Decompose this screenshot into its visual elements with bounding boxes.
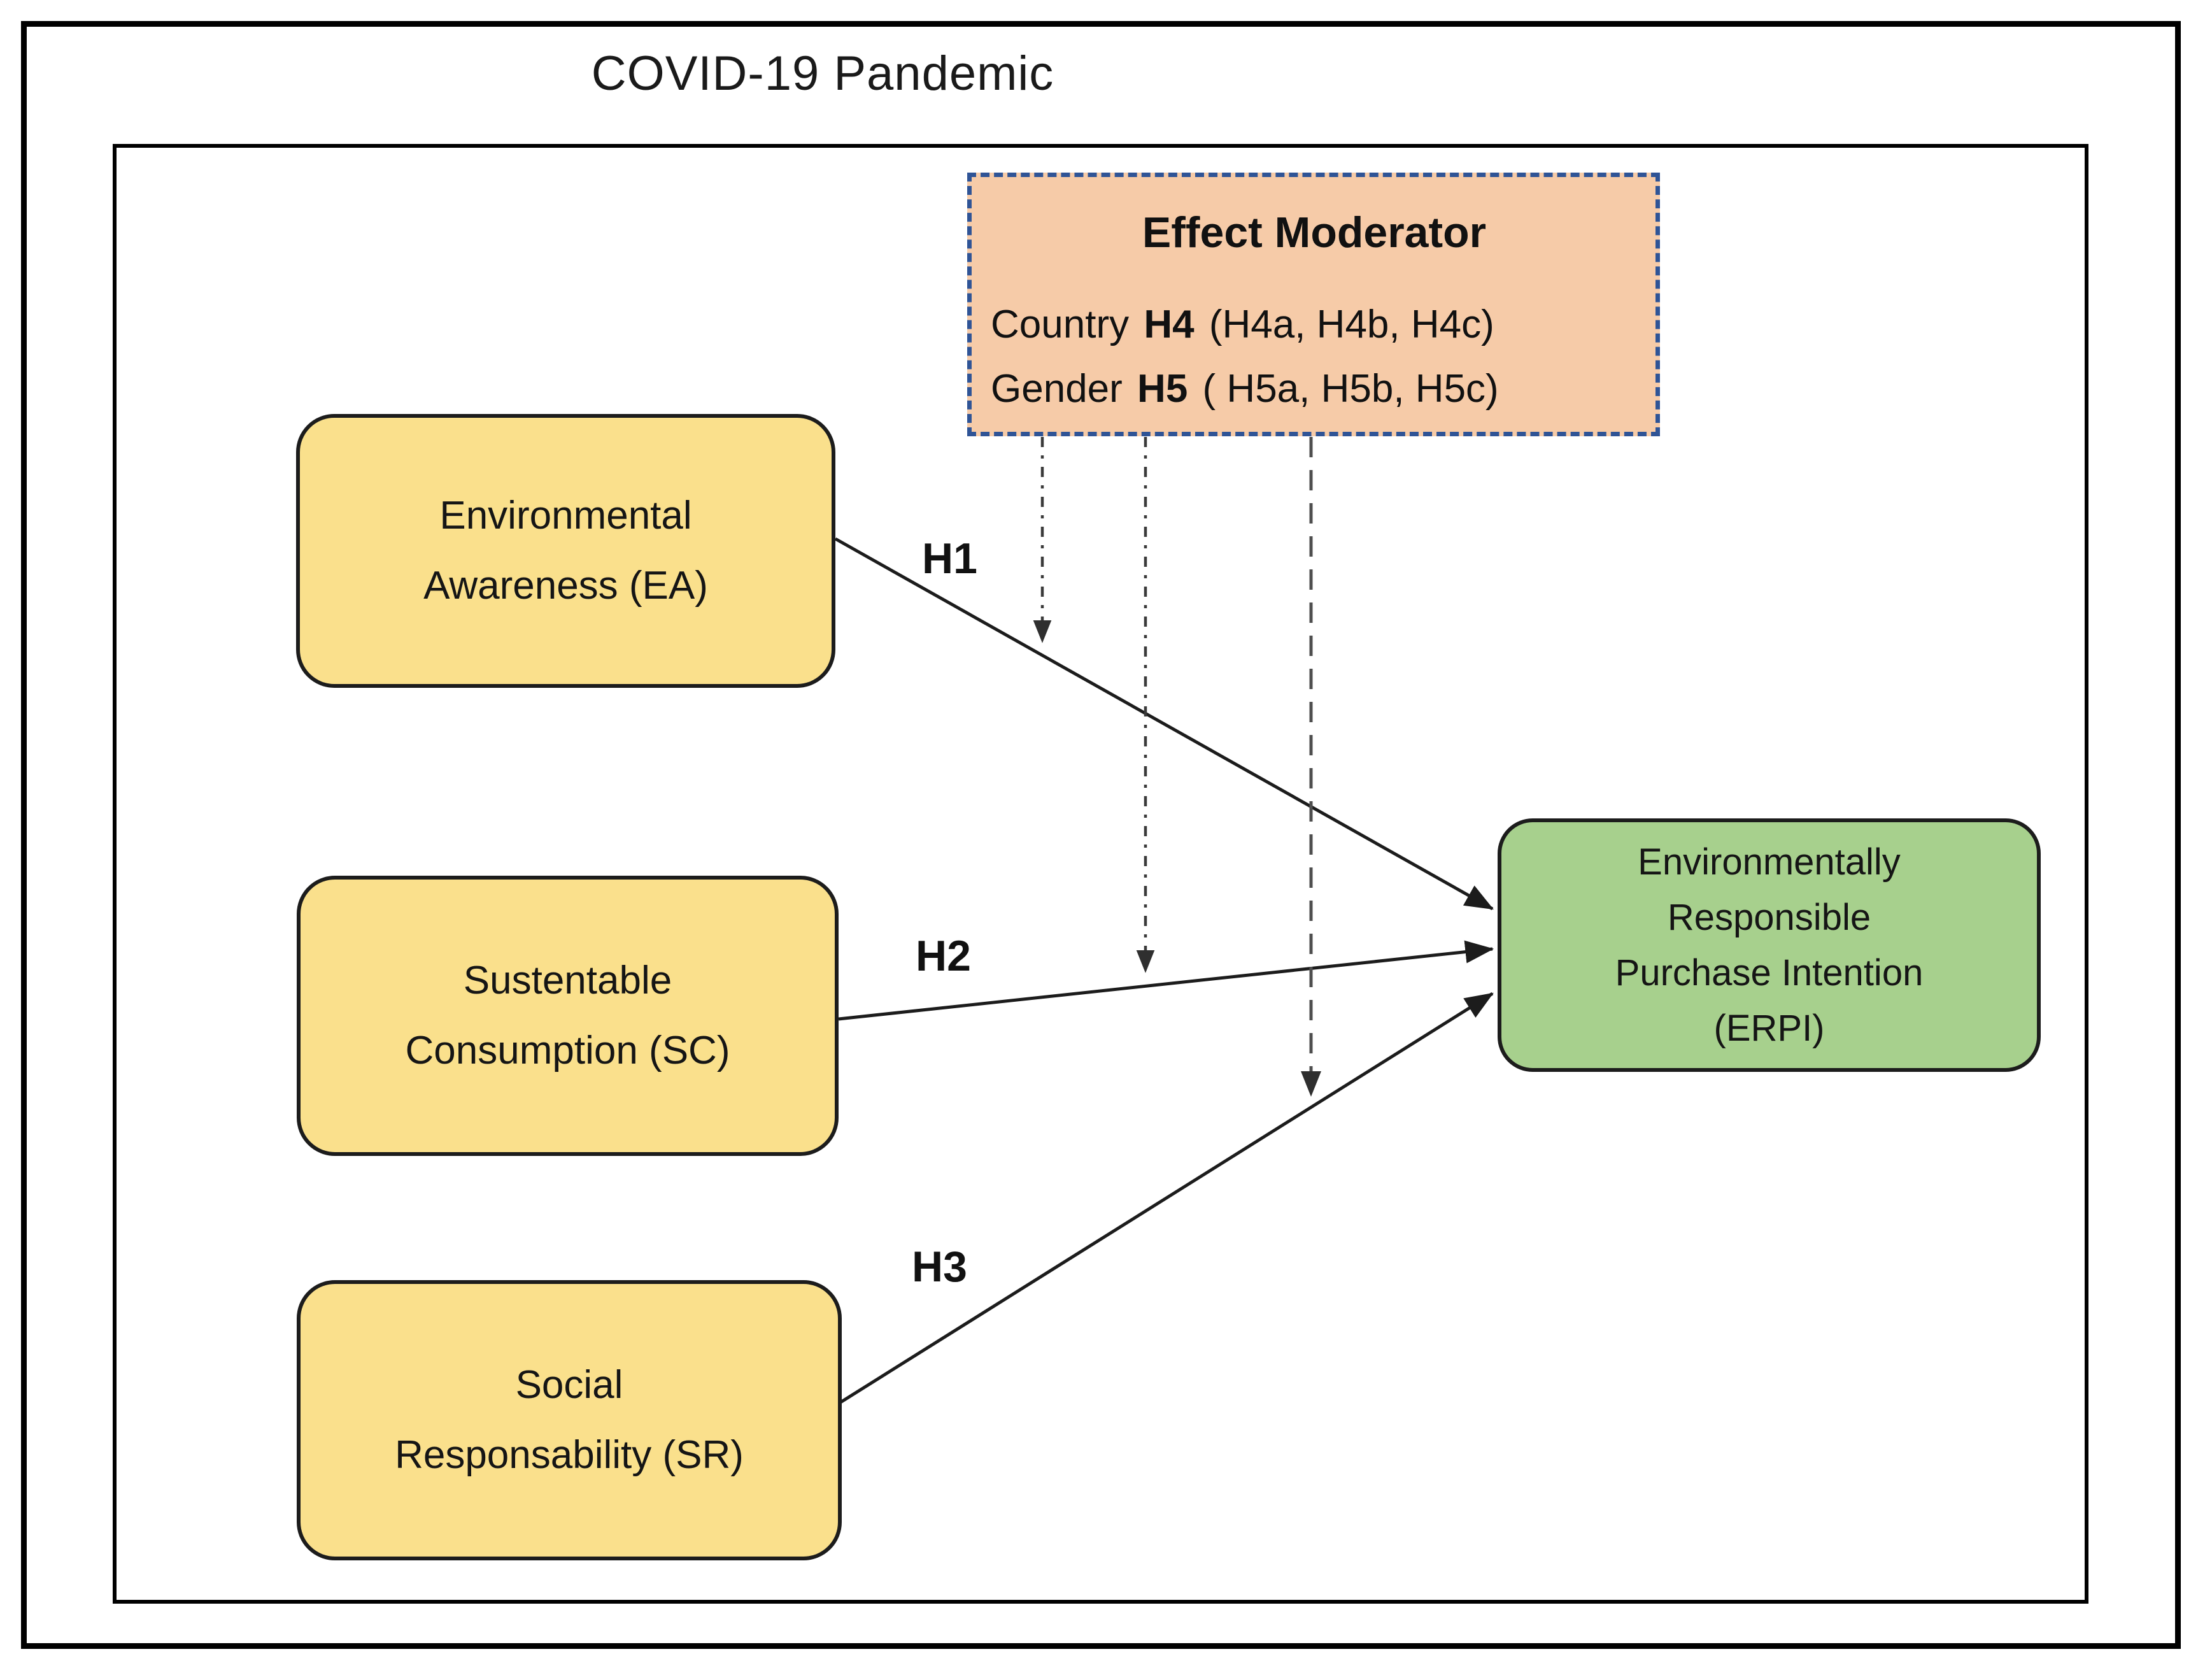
node-label-line: Environmentally [1638,841,1901,883]
moderator-title: Effect Moderator [1142,208,1487,257]
hypothesis-label-h1: H1 [922,534,977,583]
node-label-line: Consumption (SC) [405,1029,730,1073]
node-sustentable-consumption: Sustentable Consumption (SC) [297,876,839,1156]
node-label-line: Sustentable [463,958,672,1002]
hypothesis-label-h3: H3 [912,1243,967,1291]
moderator-country-h4: H4 [1144,303,1195,347]
moderator-box: Effect Moderator Country H4 (H4a, H4b, H… [967,173,1660,436]
node-environmental-awareness: Environmental Awareness (EA) [296,414,835,688]
node-label-line: Social [515,1362,623,1407]
node-social-responsability: Social Responsability (SR) [297,1280,842,1560]
node-label-line: Environmental [439,493,692,538]
diagram-title: COVID-19 Pandemic [591,46,1054,101]
moderator-gender-label: Gender [991,366,1123,411]
moderator-gender-sub: ( H5a, H5b, H5c) [1202,366,1499,411]
moderator-row-gender: Gender H5 ( H5a, H5b, H5c) [991,357,1638,421]
node-label-line: Purchase Intention [1615,952,1924,994]
inner-frame [113,144,2088,1604]
node-label-line: Responsible [1667,897,1871,938]
node-label-line: (ERPI) [1713,1008,1825,1049]
node-label-line: Awareness (EA) [423,564,708,608]
node-erpi: Environmentally Responsible Purchase Int… [1498,818,2041,1072]
outer-frame [21,21,2181,1649]
node-label-line: Responsability (SR) [395,1433,744,1477]
moderator-country-label: Country [991,303,1130,347]
moderator-country-sub: (H4a, H4b, H4c) [1209,303,1494,347]
hypothesis-label-h2: H2 [916,932,971,980]
moderator-gender-h5: H5 [1137,366,1188,411]
moderator-row-country: Country H4 (H4a, H4b, H4c) [991,293,1638,357]
